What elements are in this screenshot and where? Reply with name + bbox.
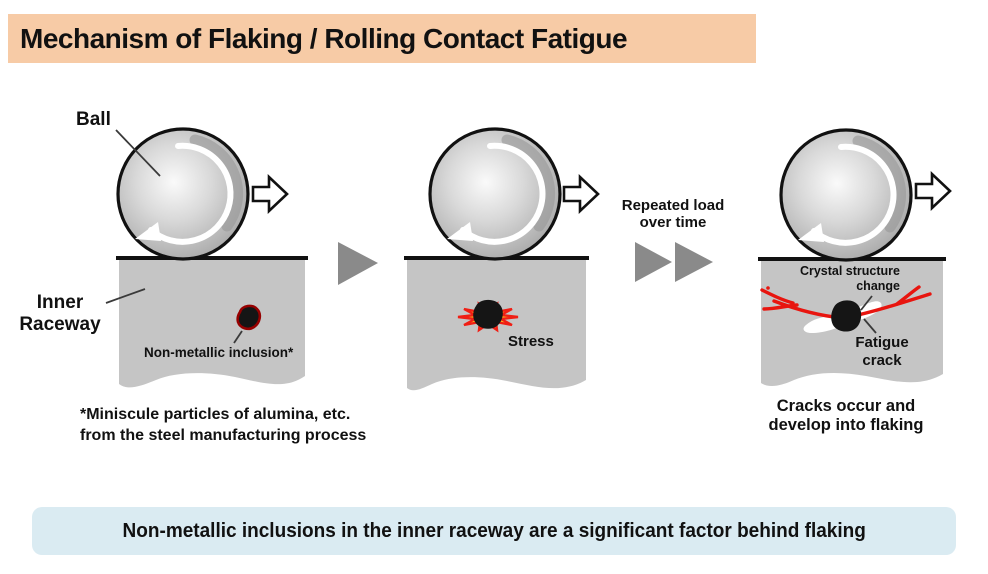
fatigue-pointer-line — [863, 318, 877, 334]
stress-label: Stress — [508, 333, 554, 350]
inclusion-blob — [473, 299, 503, 329]
ball-label: Ball — [76, 109, 111, 130]
ball-sphere — [118, 129, 248, 259]
ball-sphere — [781, 130, 911, 260]
direction-arrow-icon — [914, 172, 952, 210]
summary-banner-text: Non-metallic inclusions in the inner rac… — [122, 519, 866, 542]
title-bar: Mechanism of Flaking / Rolling Contact F… — [8, 14, 756, 63]
stage1-group — [105, 129, 308, 388]
inclusion-blob — [236, 304, 262, 331]
triangle-arrow-icon — [338, 242, 378, 285]
ball-pointer-line — [115, 129, 161, 177]
fatigue-crack-label: Fatigue crack — [855, 334, 909, 369]
stage3-group — [758, 130, 952, 387]
direction-arrow-icon — [562, 175, 600, 213]
crystal-structure-label: Crystal structure change — [799, 264, 900, 293]
inner-raceway-label: Inner Raceway — [19, 292, 101, 335]
stage3-caption: Cracks occur and develop into flaking — [768, 397, 924, 434]
page-title: Mechanism of Flaking / Rolling Contact F… — [20, 22, 628, 54]
double-triangle-arrow-icon — [635, 242, 713, 282]
stage2-group — [404, 129, 600, 391]
summary-banner: Non-metallic inclusions in the inner rac… — [32, 507, 956, 555]
footnote: *Miniscule particles of alumina, etc. fr… — [80, 406, 367, 444]
inclusion-pointer-line — [233, 330, 243, 344]
direction-arrow-icon — [251, 175, 289, 213]
raceway-pointer-line — [105, 288, 146, 304]
crack-dot — [766, 286, 770, 290]
non-metallic-inclusion-label: Non-metallic inclusion* — [144, 345, 294, 360]
crystal-pointer-line — [860, 295, 873, 311]
inclusion-blob — [831, 300, 862, 332]
ball-sphere — [430, 129, 560, 259]
raceway-shape — [119, 258, 305, 388]
repeated-load-label: Repeated load over time — [621, 197, 725, 231]
